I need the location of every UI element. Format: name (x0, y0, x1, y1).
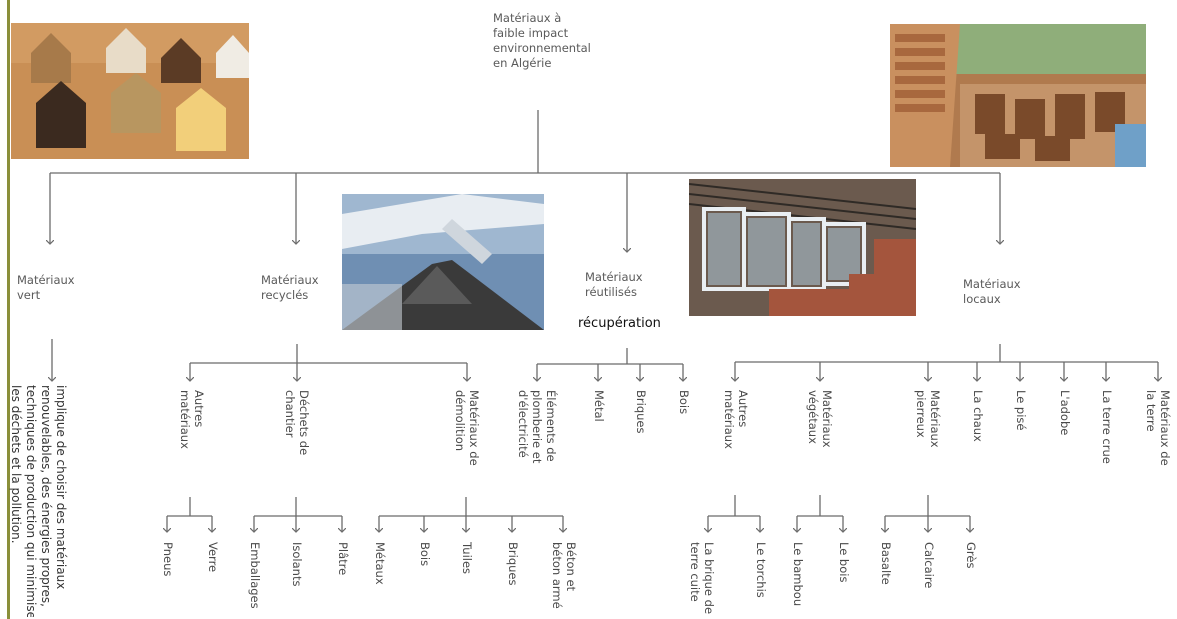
locaux-adobe-label: L'adobe (1058, 390, 1072, 436)
leaf-pneus: Pneus (161, 542, 175, 577)
leaf-beton: Béton et béton armé (550, 542, 578, 609)
locaux-vegetaux-label: Matériaux végétaux (806, 390, 834, 448)
recuperation-label: récupération (578, 316, 661, 331)
leaf-brique-terre-cuite: La brique de terre cuite (688, 542, 716, 615)
category-recycles-label: Matériaux recyclés (261, 273, 319, 302)
recycles-autres-label: Autres matériaux (178, 390, 206, 449)
category-locaux-label: Matériaux locaux (963, 277, 1021, 306)
locaux-autres-label: Autres matériaux (722, 390, 750, 449)
leaf-platre: Plâtre (336, 542, 350, 576)
leaf-briques-demolition: Briques (506, 542, 520, 586)
leaf-tuiles: Tuiles (460, 542, 474, 575)
recycles-chantier-label: Déchets de chantier (283, 390, 311, 456)
root-label: Matériaux à faible impact environnementa… (493, 11, 591, 70)
leaf-bois-vegetal: Le bois (837, 542, 851, 583)
leaf-bois-demolition: Bois (418, 542, 432, 567)
leaf-verre: Verre (206, 542, 220, 573)
locaux-terre-label: Matériaux de la terre (1144, 390, 1172, 466)
wooden-house-blocks-photo (11, 23, 249, 159)
leaf-gres: Grès (964, 542, 978, 569)
leaf-calcaire: Calcaire (922, 542, 936, 589)
reutilises-metal-label: Métal (592, 390, 606, 422)
left-accent-bar (7, 0, 10, 619)
leaf-isolants: Isolants (290, 542, 304, 587)
leaf-metaux: Métaux (373, 542, 387, 585)
vert-description: implique de choisir des matériaux renouv… (9, 385, 68, 617)
reutilises-elements-label: Éléments de plomberie et d'électricité (516, 390, 558, 464)
crushed-aggregate-pile-photo (342, 194, 544, 330)
leaf-torchis: Le torchis (754, 542, 768, 598)
reutilises-bois-label: Bois (677, 390, 691, 415)
leaf-basalte: Basalte (879, 542, 893, 585)
earth-bricks-drying-photo (890, 24, 1146, 167)
locaux-pierreux-label: Matériaux pierreux (914, 390, 942, 448)
category-reutilises-label: Matériaux réutilisés (585, 270, 643, 299)
locaux-pise-label: Le pisé (1014, 390, 1028, 431)
leaf-emballages: Emballages (248, 542, 262, 609)
locaux-terre-crue-label: La terre crue (1100, 390, 1114, 464)
locaux-chaux-label: La chaux (971, 390, 985, 442)
recycles-demolition-label: Matériaux de démolition (453, 390, 481, 466)
salvaged-windows-and-bricks-photo (689, 179, 916, 316)
reutilises-briques-label: Briques (634, 390, 648, 434)
leaf-bambou: Le bambou (791, 542, 805, 607)
category-vert-label: Matériaux vert (17, 273, 75, 302)
